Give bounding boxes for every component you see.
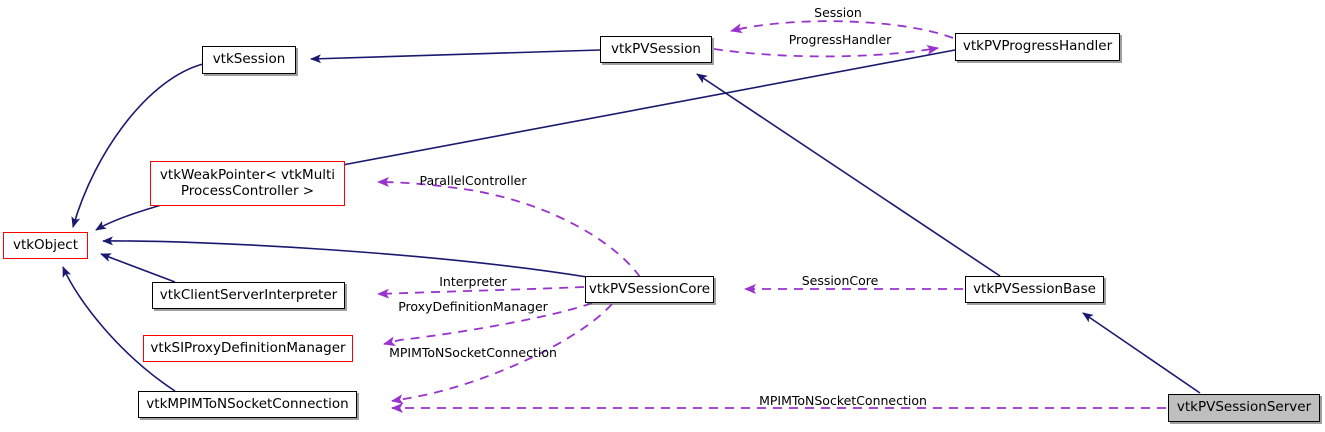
edge-clientserverinterpreter-to-object [100,253,176,283]
edge-label-progresshandler: ProgressHandler [788,31,892,47]
edge-label-proxydefinitionmanager: ProxyDefinitionManager [398,298,548,314]
node-vtkpvsessionbase[interactable]: vtkPVSessionBase [965,276,1104,303]
node-vtkpvsessioncore[interactable]: vtkPVSessionCore [585,276,714,303]
edge-label-session: Session [814,4,862,20]
edge-label-sessioncore: SessionCore [801,272,879,288]
edge-mpimtonsocket-to-object [62,266,176,392]
edge-sessioncore-proxydefmanager [383,302,593,347]
edge-pvsession-progresshandler-usage [713,44,939,58]
edge-sessioncore-to-object [102,236,588,278]
node-vtkpvsession[interactable]: vtkPVSession [600,36,712,63]
node-vtkpvsessionserver[interactable]: vtkPVSessionServer [1168,394,1320,422]
node-vtkpvprogresshandler[interactable]: vtkPVProgressHandler [955,33,1120,61]
node-vtkmpimtonsocketconnection[interactable]: vtkMPIMToNSocketConnection [138,391,357,418]
node-vtkclientserverinterpreter[interactable]: vtkClientServerInterpreter [152,282,345,309]
edge-sessioncore-interpreter [377,286,585,299]
edge-label-parallelcontroller: ParallelController [419,172,527,188]
node-vtkobject[interactable]: vtkObject [3,232,88,259]
edge-session-to-object [71,63,204,228]
edge-sessioncore-mpimtonsocket [391,303,613,405]
edge-pvsession-to-session [310,49,601,64]
edge-label-interpreter: Interpreter [439,273,507,289]
edge-label-mpimtonsocketconnection-server: MPIMToNSocketConnection [759,392,927,408]
edge-label-mpimtonsocketconnection-core: MPIMToNSocketConnection [389,344,557,360]
usage-edges [377,20,1166,413]
node-vtksession[interactable]: vtkSession [202,46,296,74]
edge-progresshandler-session-usage [730,20,954,39]
node-vtksiproxydefinitionmanager[interactable]: vtkSIProxyDefinitionManager [143,335,353,362]
edge-sessionserver-to-sessionbase [1082,312,1201,394]
edge-sessioncore-parallelcontroller [377,177,641,278]
node-vtkweakpointer-vtkmultiprocesscontroller[interactable]: vtkWeakPointer< vtkMulti ProcessControll… [150,161,345,206]
edge-sessionbase-to-pvsession [696,73,1001,277]
